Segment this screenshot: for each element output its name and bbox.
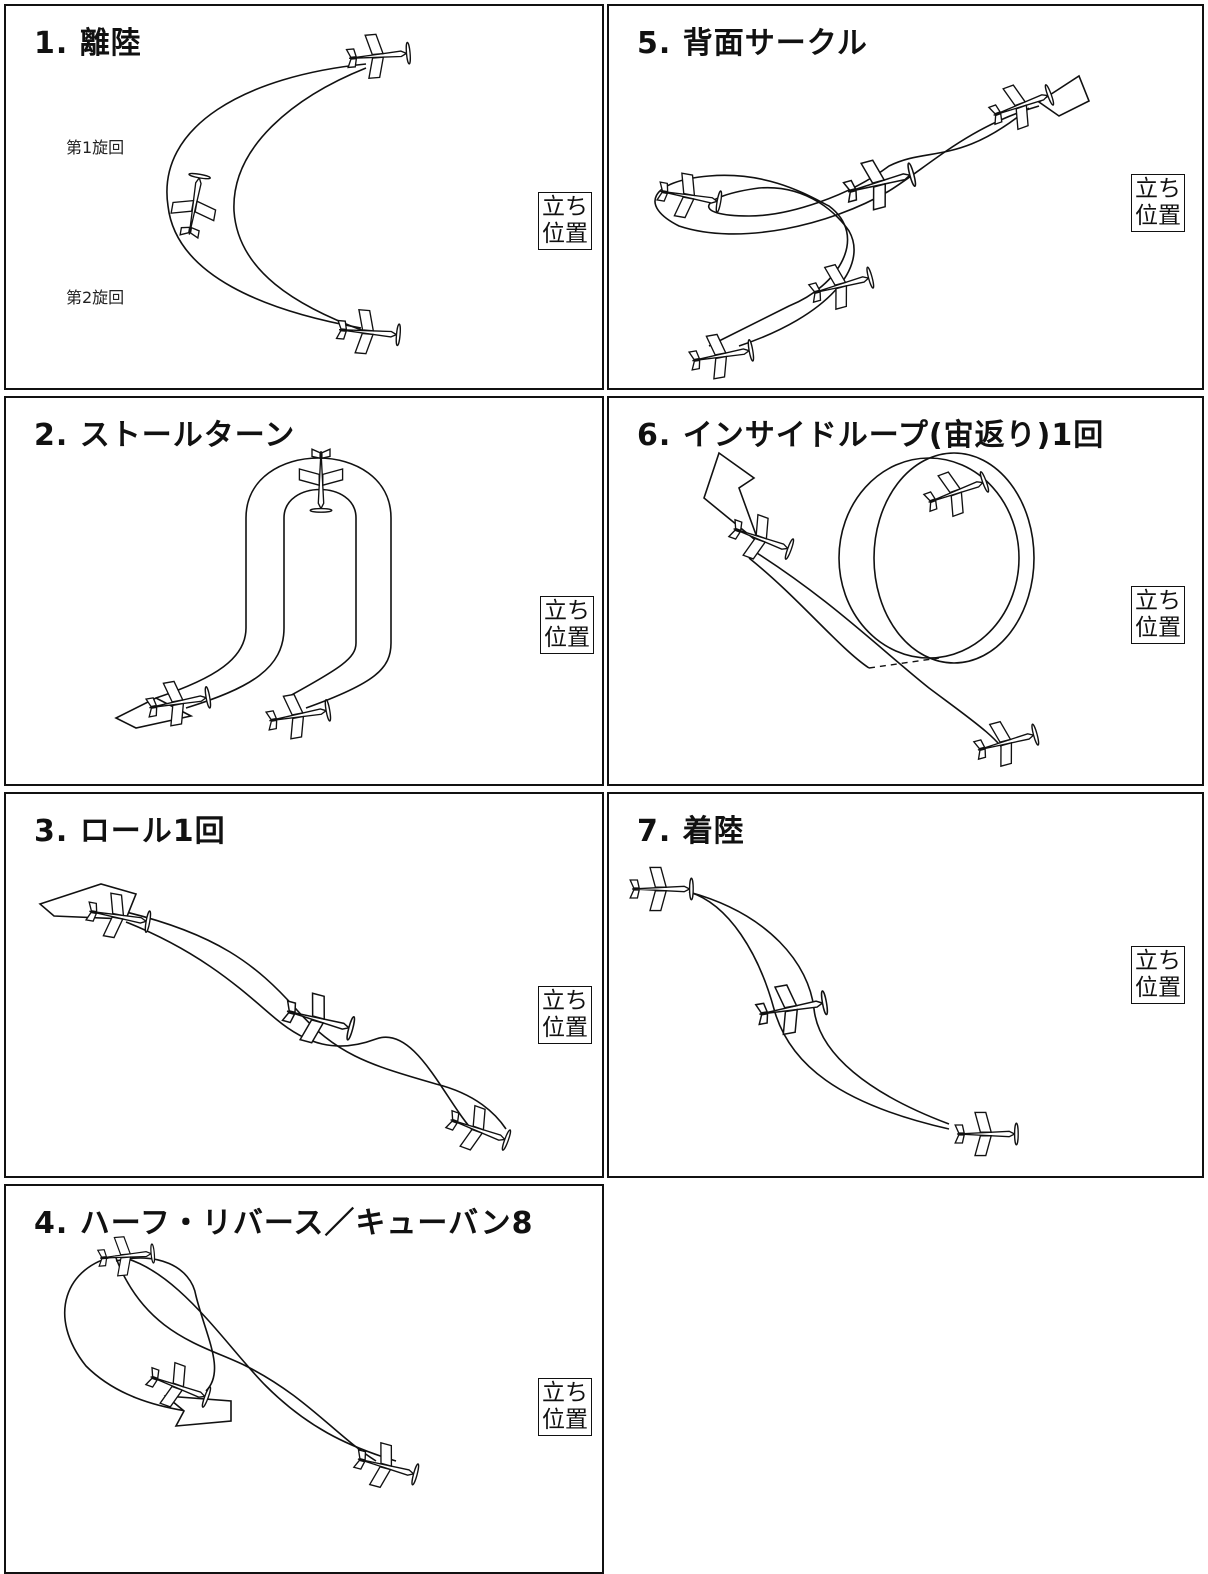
standing-position-label: 立ち位置 <box>538 192 592 250</box>
inside-loop-diagram <box>703 451 1044 772</box>
airplane-icon <box>954 1111 1019 1157</box>
landing-diagram <box>629 866 1019 1157</box>
standing-position-label: 立ち位置 <box>538 986 592 1044</box>
panel-title: 5. 背面サークル <box>637 26 868 61</box>
panel-landing: 7. 着陸 立ち位置 <box>607 792 1204 1178</box>
airplane-icon <box>969 712 1044 772</box>
standing-position-label: 立ち位置 <box>1131 174 1185 232</box>
panel-half-reverse-cuban8: 4. ハーフ・リバース／キューバン8 立ち位置 <box>4 1184 604 1574</box>
airplane-icon <box>654 169 726 224</box>
panel-title: 6. インサイドループ(宙返り)1回 <box>637 418 1105 453</box>
airplane-icon <box>629 866 694 912</box>
panel-inside-loop: 6. インサイドループ(宙返り)1回 立ち位置 <box>607 396 1204 786</box>
panel-title: 4. ハーフ・リバース／キューバン8 <box>34 1206 534 1241</box>
airplane-icon <box>167 169 222 241</box>
airplane-icon <box>918 460 995 524</box>
standing-position-label: 立ち位置 <box>540 596 594 654</box>
airplane-icon <box>334 307 403 358</box>
panel-stall-turn: 2. ストールターン 立ち位置 <box>4 396 604 786</box>
standing-position-label: 立ち位置 <box>1131 946 1185 1004</box>
standing-position-label: 立ち位置 <box>1131 586 1185 644</box>
airplane-icon <box>349 1437 424 1497</box>
takeoff-diagram <box>166 30 413 358</box>
cuban8-diagram <box>63 1233 424 1497</box>
airplane-icon <box>839 150 921 217</box>
airplane-icon <box>96 1233 157 1278</box>
panel-takeoff: 1. 離陸 第1旋回 第2旋回 立ち位置 <box>4 4 604 390</box>
airplane-icon <box>440 1098 517 1162</box>
standing-position-label: 立ち位置 <box>538 1378 592 1436</box>
inverted-circle-diagram <box>654 73 1091 383</box>
panel-title: 7. 着陸 <box>637 814 745 849</box>
panel-inverted-circle: 5. 背面サークル 立ち位置 <box>607 4 1204 390</box>
airplane-icon <box>686 328 758 383</box>
panel-title: 3. ロール1回 <box>34 814 226 849</box>
second-turn-label: 第2旋回 <box>66 288 125 307</box>
first-turn-label: 第1旋回 <box>66 138 125 157</box>
roll-diagram <box>38 883 517 1162</box>
panel-roll: 3. ロール1回 立ち位置 <box>4 792 604 1178</box>
stall-turn-diagram <box>114 448 392 743</box>
panel-title: 2. ストールターン <box>34 418 296 453</box>
panel-title: 1. 離陸 <box>34 26 142 61</box>
airplane-icon <box>263 688 335 743</box>
airplane-icon <box>804 255 879 315</box>
